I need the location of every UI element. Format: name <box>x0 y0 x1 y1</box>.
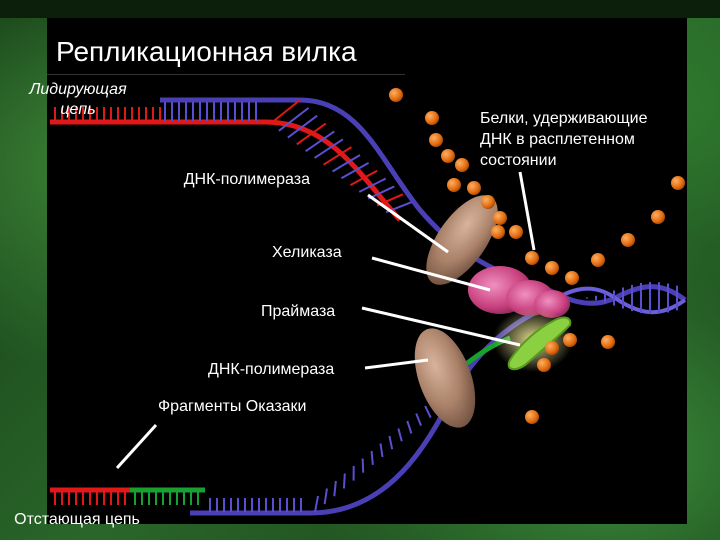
leading-rungs <box>54 99 412 214</box>
leading-strand-label: Лидирующая цепь <box>29 81 127 118</box>
primase-label: Праймаза <box>261 303 336 320</box>
base-pair-rung <box>397 428 403 442</box>
ssb-protein-dot <box>621 233 635 247</box>
base-pair-rung <box>331 154 361 173</box>
base-pair-rung <box>424 405 432 419</box>
diagram-panel <box>47 18 687 524</box>
okazaki-fragments-label: Фрагменты Оказаки <box>158 398 307 415</box>
base-pair-rung <box>323 146 352 166</box>
helicase-label-box <box>262 240 358 268</box>
ssb-protein-dot <box>441 149 455 163</box>
base-pair-rung <box>388 435 394 450</box>
base-pair-rung <box>296 122 327 146</box>
ssb-protein-dot <box>545 341 559 355</box>
base-pair-rung <box>349 169 378 186</box>
base-pair-rung <box>278 107 310 132</box>
base-pair-rung <box>314 138 344 159</box>
polymerase-bottom-label-box <box>118 355 358 385</box>
primase-icon <box>493 308 573 372</box>
base-pair-rung <box>287 114 318 139</box>
pointer-okazaki <box>115 423 158 470</box>
base-pair-rung <box>358 177 387 193</box>
polymerase-bottom-label: ДНК-полимераза <box>208 361 335 378</box>
ssb-protein-dot <box>389 88 403 102</box>
base-pair-rung <box>305 130 335 152</box>
ssb-proteins <box>389 88 685 424</box>
ssb-protein-dot <box>525 251 539 265</box>
ssb-protein-dot <box>447 178 461 192</box>
ssb-protein-dot <box>425 111 439 125</box>
ssb-protein-dot <box>591 253 605 267</box>
polymerase-top-label-box <box>118 170 318 212</box>
base-pair-rung <box>269 99 301 125</box>
ssb-protein-dot <box>481 195 495 209</box>
pointer-helicase <box>371 256 491 292</box>
pointer-polymerase-top <box>367 193 449 254</box>
ssb-protein-dot <box>651 210 665 224</box>
base-pair-rung <box>379 443 384 458</box>
ssb-protein-dot <box>493 211 507 225</box>
ssb-protein-dot <box>467 181 481 195</box>
dna-polymerase-top-icon <box>426 195 498 285</box>
lagging-strand-label: Отстающая цепь <box>14 511 140 528</box>
page-title: Репликационная вилка <box>56 36 357 67</box>
ssb-protein-dot <box>429 133 443 147</box>
ssb-protein-dot <box>455 158 469 172</box>
polymerase-top-label: ДНК-полимераза <box>183 171 310 188</box>
ssb-protein-dot <box>525 410 539 424</box>
ssb-protein-dot <box>545 261 559 275</box>
ssb-protein-dot <box>537 358 551 372</box>
base-pair-rung <box>406 420 413 434</box>
okazaki-label-box <box>118 392 358 422</box>
ssb-protein-dot <box>601 335 615 349</box>
base-pair-rung <box>340 161 370 180</box>
pointer-primase <box>361 306 521 347</box>
ssb-protein-dot <box>563 333 577 347</box>
title-box <box>47 30 405 75</box>
base-pair-rung <box>361 458 365 473</box>
leading-template-backbone <box>160 97 521 283</box>
base-pair-rung <box>415 413 422 426</box>
ssb-protein-dot <box>491 225 505 239</box>
base-pair-rung <box>342 473 346 489</box>
ssb-protein-dot <box>509 225 523 239</box>
ssb-protein-dot <box>565 271 579 285</box>
base-pair-rung <box>323 488 328 505</box>
dna-polymerase-bottom-icon <box>414 328 476 428</box>
helicase-label: Хеликаза <box>272 244 342 261</box>
primase-label-box <box>250 298 354 326</box>
pointer-ssb <box>518 171 536 251</box>
lagging-rungs <box>54 398 442 513</box>
top-strip <box>0 0 720 18</box>
base-pair-rung <box>314 495 319 513</box>
helix-rungs <box>559 282 678 314</box>
title-side-panel <box>405 20 671 72</box>
ssb-proteins-label: Белки, удерживающие ДНК в расплетенном с… <box>480 110 648 169</box>
pointer-polymerase-bottom <box>364 358 429 370</box>
base-pair-rung <box>370 450 374 465</box>
ssb-protein-dot <box>671 176 685 190</box>
base-pair-rung <box>333 480 337 497</box>
